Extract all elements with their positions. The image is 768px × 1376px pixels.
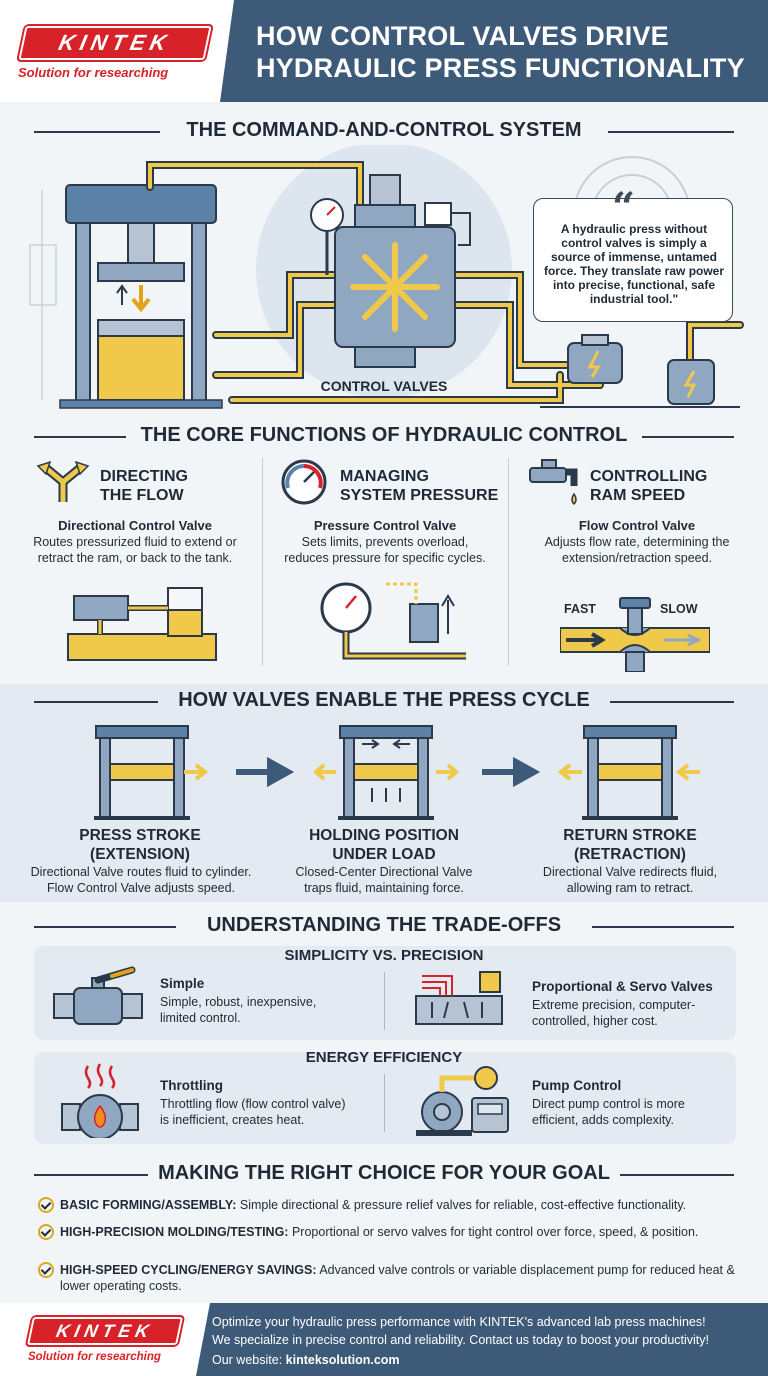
press-stroke-icon	[94, 725, 209, 820]
tradeoff-throttling-desc: Throttling flow (flow control valve)is i…	[160, 1097, 346, 1127]
kintek-logo[interactable]: KINTEK	[18, 26, 212, 60]
pump-icon	[567, 334, 623, 384]
divider	[34, 131, 160, 133]
divider	[34, 701, 158, 703]
footer-promo-line1: Optimize your hydraulic press performanc…	[212, 1315, 706, 1329]
cycle-title-press: PRESS STROKE(EXTENSION)	[79, 827, 201, 863]
function-valve-flow: Flow Control Valve	[578, 518, 696, 533]
directional-valve-diagram	[67, 587, 217, 661]
cycle-title-return: RETURN STROKE(RETRACTION)	[563, 827, 697, 863]
quote-mark-icon: “	[612, 184, 636, 231]
website-label: Our website:	[212, 1353, 286, 1367]
function-valve-pressure: Pressure Control Valve	[313, 518, 457, 533]
control-valve-icon	[334, 174, 456, 368]
column-divider	[508, 458, 509, 666]
solenoid-icon	[424, 202, 471, 246]
throttling-valve-icon	[61, 1063, 139, 1138]
fast-label: FAST	[564, 602, 596, 616]
tradeoff-simple-desc: Simple, robust, inexpensive,limited cont…	[160, 995, 317, 1025]
page-title-line2: HYDRAULIC PRESS FUNCTIONALITY	[256, 53, 745, 83]
tradeoff-simple-title: Simple	[160, 976, 205, 991]
check-icon	[38, 1197, 54, 1213]
command-illustration	[29, 145, 744, 409]
press-cycle-diagram	[94, 725, 700, 820]
press-frame-icon	[59, 184, 223, 409]
divider	[592, 926, 734, 928]
press-cycle-section	[0, 684, 768, 902]
tradeoff-throttling-title: Throttling	[160, 1078, 223, 1093]
arrow-right-icon	[236, 756, 295, 788]
cycle-desc-return: Directional Valve redirects fluid,allowi…	[542, 865, 718, 895]
arrow-right-icon	[482, 756, 541, 788]
faucet-icon	[529, 459, 578, 506]
ball-valve-icon	[53, 966, 143, 1025]
scale-marker	[29, 244, 57, 306]
divider	[34, 1174, 148, 1176]
tradeoff-heading-energy: ENERGY EFFICIENCY	[305, 1049, 463, 1066]
footer: KINTEK Solution for researching Optimize…	[0, 1303, 768, 1376]
tradeoff-servo-title: Proportional & Servo Valves	[532, 979, 713, 994]
choice-item: BASIC FORMING/ASSEMBLY: Simple direction…	[38, 1197, 738, 1213]
tradeoff-servo-desc: Extreme precision, computer-controlled, …	[532, 998, 696, 1028]
divider	[610, 701, 734, 703]
section-heading-command: THE COMMAND-AND-CONTROL SYSTEM	[186, 119, 582, 141]
header: KINTEK Solution for researching HOW CONT…	[0, 0, 768, 102]
check-icon	[38, 1224, 54, 1240]
split-arrow-icon	[36, 460, 90, 502]
footer-website: Our website: kinteksolution.com	[212, 1351, 762, 1369]
tradeoff-heading-precision: SIMPLICITY VS. PRECISION	[284, 947, 484, 964]
slow-label: SLOW	[660, 602, 698, 616]
divider	[608, 131, 734, 133]
pressure-gauge-icon	[310, 198, 344, 275]
section-heading-tradeoffs: UNDERSTANDING THE TRADE-OFFS	[206, 914, 562, 936]
tradeoff-divider	[384, 972, 385, 1030]
section-heading-choice: MAKING THE RIGHT CHOICE FOR YOUR GOAL	[158, 1162, 610, 1184]
section-heading-cycle: HOW VALVES ENABLE THE PRESS CYCLE	[178, 689, 590, 711]
pressure-valve-diagram	[320, 582, 466, 660]
choice-item: HIGH-SPEED CYCLING/ENERGY SAVINGS: Advan…	[38, 1262, 738, 1294]
cycle-desc-press: Directional Valve routes fluid to cylind…	[30, 865, 252, 895]
tradeoff-divider	[384, 1074, 385, 1132]
control-valves-label: CONTROL VALVES	[320, 378, 448, 394]
check-icon	[38, 1262, 54, 1278]
footer-promo-line2: We specialize in precise control and rel…	[212, 1333, 710, 1347]
divider	[620, 1174, 734, 1176]
tradeoff-box-precision	[34, 946, 736, 1040]
page-title-line1: HOW CONTROL VALVES DRIVE	[256, 21, 669, 51]
tradeoff-pump-title: Pump Control	[532, 1078, 622, 1093]
divider	[642, 436, 734, 438]
header-title-panel	[220, 0, 768, 102]
page-title: HOW CONTROL VALVES DRIVE HYDRAULIC PRESS…	[256, 20, 756, 84]
quote-box	[533, 198, 733, 322]
proportional-valve-icon	[415, 971, 503, 1025]
flow-valve-diagram	[560, 597, 710, 672]
function-valve-directional: Directional Control Valve	[58, 518, 212, 533]
footer-logo-tagline: Solution for researching	[28, 1351, 161, 1363]
kintek-footer-logo[interactable]: KINTEK	[27, 1317, 183, 1345]
quote-text: A hydraulic press without control valves…	[543, 222, 725, 306]
pump-control-icon	[416, 1066, 509, 1136]
divider	[34, 926, 176, 928]
tradeoff-box-energy	[34, 1052, 736, 1144]
function-desc-managing: Sets limits, prevents overload,reduces p…	[284, 535, 486, 565]
footer-panel	[196, 1303, 768, 1376]
return-stroke-icon	[557, 725, 700, 820]
logo-tagline: Solution for researching	[18, 65, 169, 80]
power-unit-icon	[667, 359, 715, 405]
column-divider	[262, 458, 263, 666]
divider	[34, 436, 126, 438]
gauge-icon	[281, 459, 327, 505]
section-heading-core: THE CORE FUNCTIONS OF HYDRAULIC CONTROL	[140, 424, 628, 446]
website-link[interactable]: kinteksolution.com	[285, 1353, 400, 1367]
holding-position-icon	[312, 725, 460, 820]
choice-item: HIGH-PRECISION MOLDING/TESTING: Proporti…	[38, 1224, 738, 1240]
